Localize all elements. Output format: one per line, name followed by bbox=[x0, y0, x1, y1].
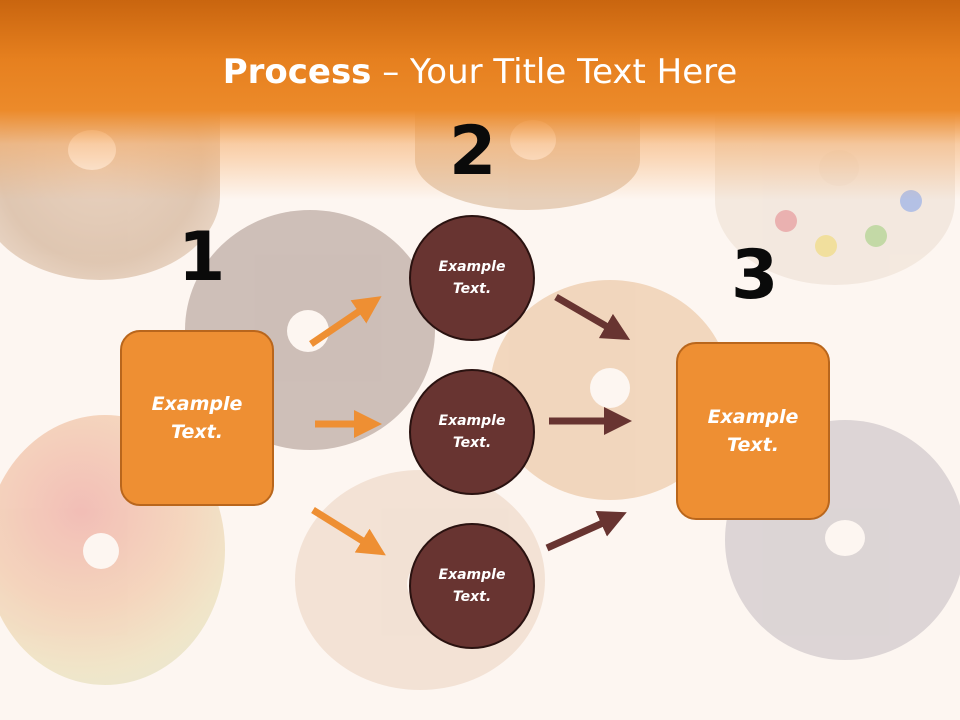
step2-circle-middle: Example Text. bbox=[409, 369, 535, 495]
step2-circle-bottom: Example Text. bbox=[409, 523, 535, 649]
step2-circle-top: Example Text. bbox=[409, 215, 535, 341]
step-number-1: 1 bbox=[178, 218, 226, 297]
title-bar: Process – Your Title Text Here bbox=[0, 0, 960, 200]
step-number-2: 2 bbox=[449, 112, 497, 191]
step1-text: Example Text. bbox=[151, 392, 243, 444]
slide-title: Process – Your Title Text Here bbox=[0, 52, 960, 92]
step3-box: Example Text. bbox=[676, 342, 830, 520]
step3-text: Example Text. bbox=[707, 405, 799, 457]
title-bold: Process bbox=[222, 52, 372, 92]
step2-circle-top-text: Example Text. bbox=[438, 258, 506, 297]
step1-box: Example Text. bbox=[120, 330, 274, 506]
title-rest: – Your Title Text Here bbox=[371, 52, 738, 92]
arrow-step1-to-bottom bbox=[311, 507, 386, 556]
arrow-bottom-to-step3 bbox=[545, 510, 627, 552]
step2-circle-bottom-text: Example Text. bbox=[438, 566, 506, 605]
step2-circle-middle-text: Example Text. bbox=[438, 412, 506, 451]
arrow-top-to-step3 bbox=[554, 293, 631, 341]
step-number-3: 3 bbox=[731, 236, 779, 315]
arrow-step1-to-top bbox=[309, 296, 382, 347]
